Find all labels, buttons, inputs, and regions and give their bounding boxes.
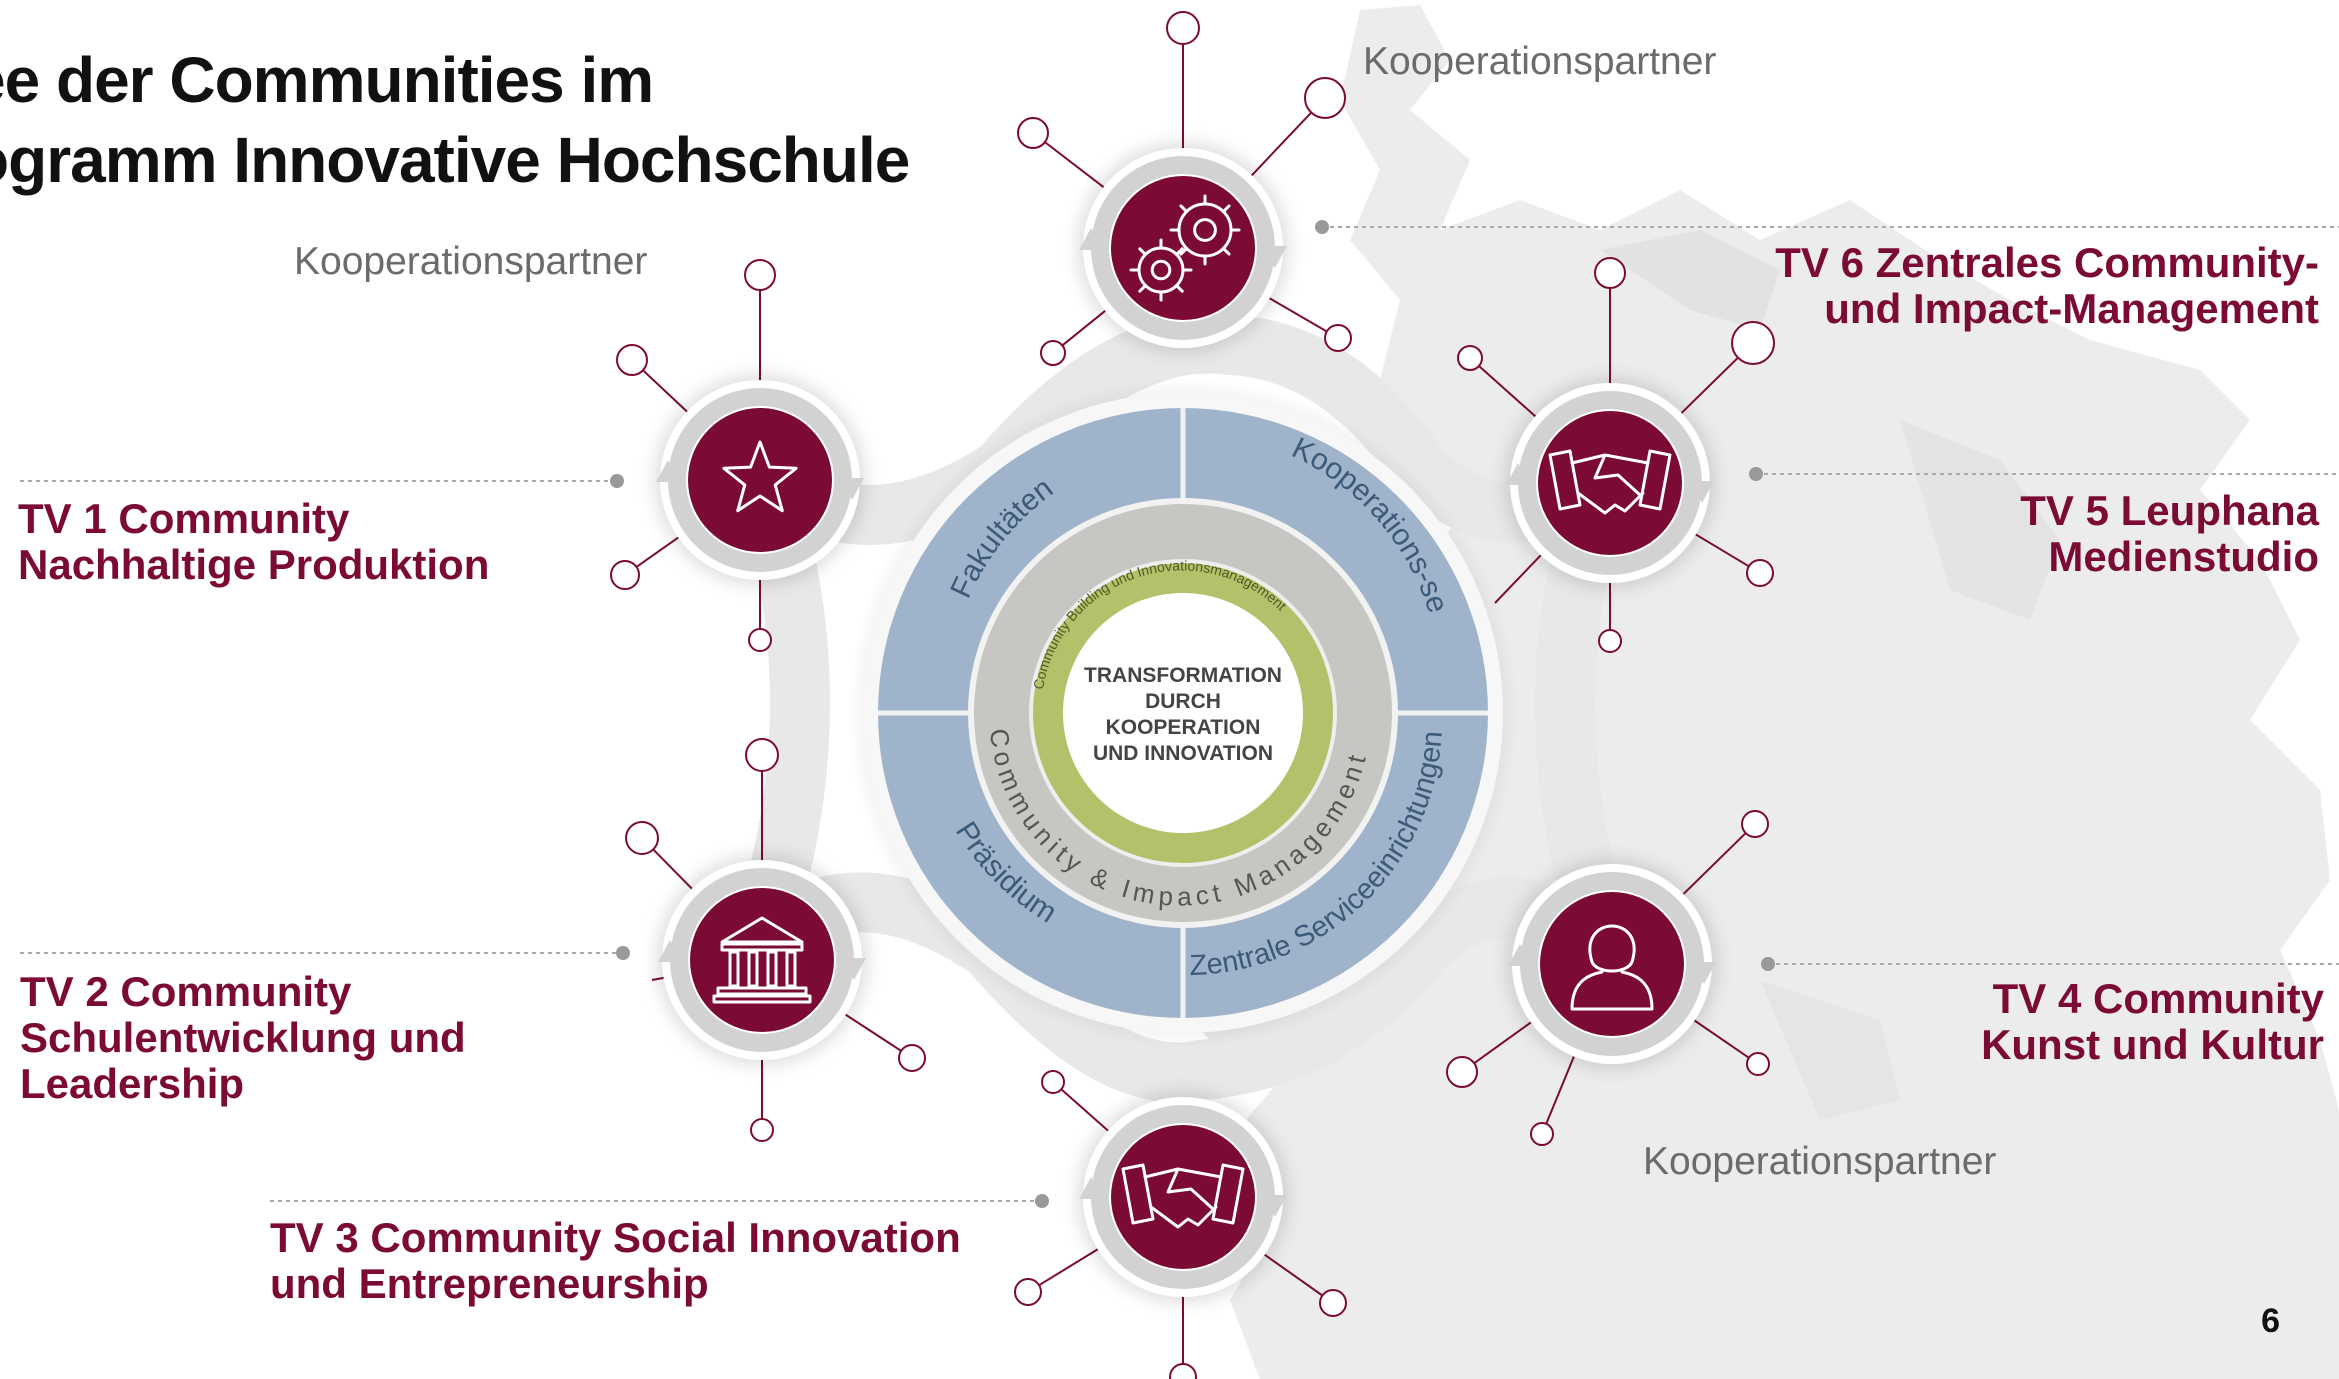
tv3-label: TV 3 Community Social Innovation und Ent… (270, 1215, 961, 1307)
center-disc (1063, 593, 1303, 833)
tv1-line-2: Nachhaltige Produktion (18, 541, 490, 588)
tv1-line-1: TV 1 Community (18, 495, 350, 542)
page-title: ee der Communities im ogramm Innovative … (0, 40, 910, 200)
satellite-nodes (610, 11, 1775, 1379)
tv4-line-2: Kunst und Kultur (1981, 1021, 2324, 1068)
partner-label-top-left: Kooperationspartner (294, 240, 648, 283)
tv4-label: TV 4 Community Kunst und Kultur (1981, 976, 2324, 1068)
tv6-line-1: TV 6 Zentrales Community- (1775, 239, 2319, 286)
center-line-4: UND INNOVATION (1093, 742, 1273, 765)
leader-lines (20, 226, 2339, 1202)
handshake-icon (1548, 449, 1672, 515)
partner-label-top-right: Kooperationspartner (1363, 40, 1717, 83)
tv2-line-3: Leadership (20, 1060, 245, 1107)
leader-dots (610, 220, 1775, 1208)
star-icon (722, 440, 798, 513)
tv1-label: TV 1 Community Nachhaltige Produktion (18, 496, 489, 588)
node-upper-right (1457, 257, 1775, 653)
node-upper-left (610, 259, 866, 652)
gears-icon (1129, 194, 1241, 302)
tv5-label: TV 5 Leuphana Medienstudio (2020, 488, 2319, 580)
tv3-line-1: TV 3 Community Social Innovation (270, 1214, 961, 1261)
tv2-line-1: TV 2 Community (20, 968, 352, 1015)
institution-icon (712, 916, 812, 1004)
tv6-line-2: und Impact-Management (1824, 285, 2319, 332)
handshake-icon (1121, 1163, 1245, 1229)
tv2-line-2: Schulentwicklung und (20, 1014, 466, 1061)
center-line-2: DURCH (1145, 690, 1221, 713)
node-bottom (1014, 1070, 1347, 1379)
tv5-line-2: Medienstudio (2048, 533, 2319, 580)
tv2-label: TV 2 Community Schulentwicklung und Lead… (20, 969, 466, 1107)
node-lower-right (1446, 810, 1770, 1146)
node-top (1017, 11, 1352, 366)
center-line-3: KOOPERATION (1106, 716, 1261, 739)
node-lower-left (625, 738, 926, 1142)
tv3-line-2: und Entrepreneurship (270, 1260, 709, 1307)
partner-label-bottom-right: Kooperationspartner (1643, 1140, 1997, 1183)
page-number: 6 (2261, 1302, 2280, 1340)
title-line-2: ogramm Innovative Hochschule (0, 124, 910, 196)
tv4-line-1: TV 4 Community (1992, 975, 2324, 1022)
person-icon (1570, 924, 1654, 1011)
tv5-line-1: TV 5 Leuphana (2020, 487, 2319, 534)
tv6-label: TV 6 Zentrales Community- und Impact-Man… (1775, 240, 2319, 332)
title-line-1: ee der Communities im (0, 44, 654, 116)
center-line-1: TRANSFORMATION (1084, 664, 1282, 687)
